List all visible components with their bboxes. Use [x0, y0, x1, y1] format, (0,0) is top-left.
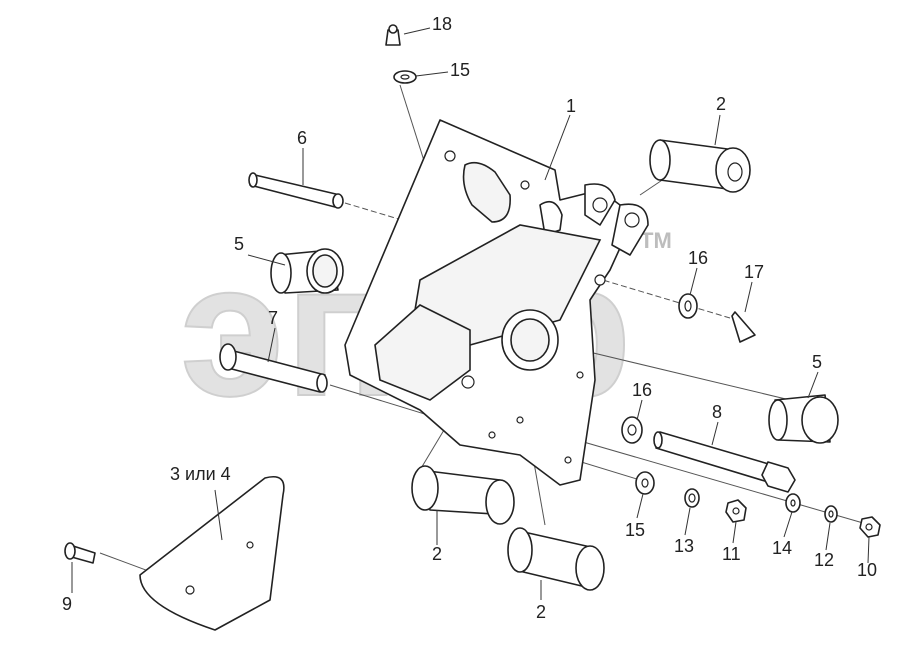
callout-12: 12	[814, 550, 834, 570]
bushing-top	[649, 139, 751, 193]
sleeve-right	[768, 394, 839, 444]
callout-6: 6	[297, 128, 307, 148]
watermark-trademark: ТМ	[640, 228, 672, 253]
callout-16-bottom: 16	[632, 380, 652, 400]
pin-6	[248, 172, 344, 209]
callout-5-right: 5	[812, 352, 822, 372]
side-plate-3-4	[139, 476, 285, 631]
callout-16-top: 16	[688, 248, 708, 268]
callout-8: 8	[712, 402, 722, 422]
callout-9: 9	[62, 594, 72, 614]
leader-lines	[71, 27, 870, 600]
callouts: 18 15 1 2 6 5 7 16 17 5 16 8 3 или 4 2 2…	[62, 14, 877, 622]
callout-10: 10	[857, 560, 877, 580]
callout-2-top: 2	[716, 94, 726, 114]
callout-14: 14	[772, 538, 792, 558]
main-bracket	[344, 119, 649, 486]
cotter-pin-17	[731, 311, 756, 343]
callout-15-bottom: 15	[625, 520, 645, 540]
callout-3-or-4: 3 или 4	[170, 464, 231, 484]
callout-17: 17	[744, 262, 764, 282]
washers	[393, 70, 838, 523]
grease-fitting-18	[385, 24, 401, 46]
callout-2-left: 2	[432, 544, 442, 564]
callout-15-top: 15	[450, 60, 470, 80]
nuts	[725, 499, 881, 538]
callout-2-right: 2	[536, 602, 546, 622]
bolt-8	[653, 431, 796, 493]
bushing-lower-right	[507, 527, 605, 591]
callout-11: 11	[722, 544, 741, 564]
callout-1: 1	[566, 96, 576, 116]
callout-7: 7	[268, 308, 278, 328]
callout-5-left: 5	[234, 234, 244, 254]
bushing-lower-left	[411, 465, 515, 525]
pin-7	[219, 343, 328, 393]
pin-9	[64, 542, 96, 564]
callout-18: 18	[432, 14, 452, 34]
sleeve-left	[270, 248, 344, 294]
callout-13: 13	[674, 536, 694, 556]
